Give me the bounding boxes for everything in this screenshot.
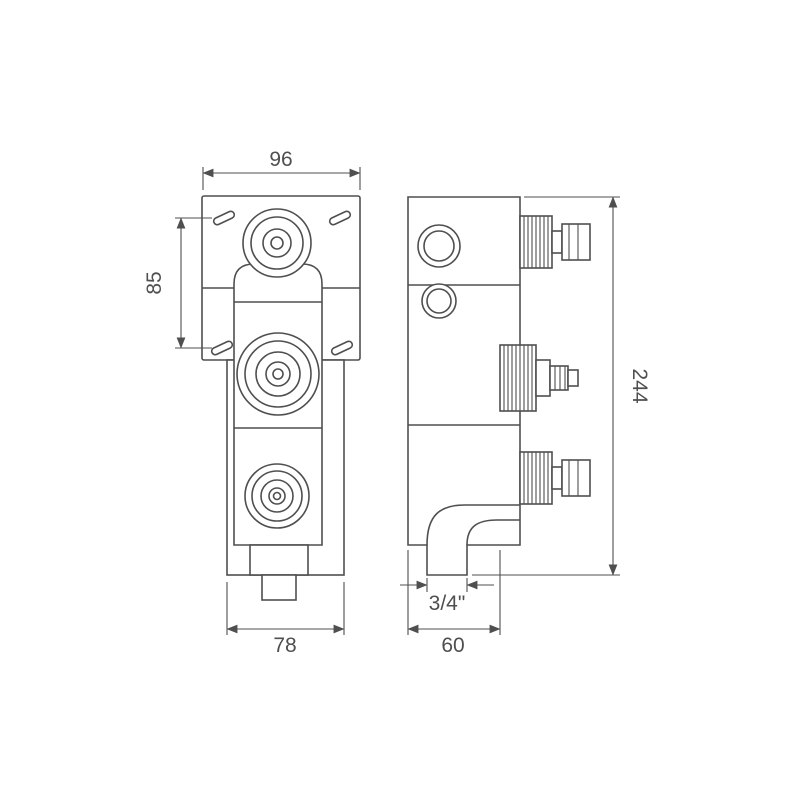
cartridge-middle-spindle-tip [567,369,579,387]
fixing-slot-top-left [212,210,236,226]
side-inlet-ports [417,224,461,319]
dimension-side-outlet: 3/4" [400,578,494,615]
dimension-front-bottom-width: 78 [226,582,345,657]
dimension-front-fixing-centres: 85 [143,217,212,349]
front-body-step [249,544,309,576]
dim-label-85: 85 [143,271,166,294]
front-fixing-slots [210,210,354,356]
front-middle-knob [236,332,320,416]
dimension-front-top-width: 96 [202,148,361,190]
dimension-side-height: 244 [472,196,651,576]
fixing-slot-top-right [328,210,352,226]
dim-label-three-quarter-inch: 3/4" [429,592,466,615]
side-view [407,196,591,576]
cartridge-bottom-ribs [523,452,549,504]
fixing-slot-bottom-right [330,340,354,356]
dim-label-60: 60 [441,634,464,657]
front-body-tab [261,574,297,601]
dimension-side-bottom-depth: 60 [407,550,501,657]
cartridge-bottom [519,451,591,505]
cartridge-middle [499,344,579,412]
dim-label-244: 244 [628,368,651,403]
front-top-knob [242,208,312,278]
fixing-slot-bottom-left [210,340,234,356]
dim-label-96: 96 [269,148,292,171]
cartridge-top-ribs [523,216,549,268]
front-view [201,195,361,601]
dim-label-78: 78 [273,634,296,657]
front-bottom-knob [244,463,310,529]
cartridge-top [519,215,591,269]
cartridge-middle-ribs [503,345,533,411]
side-outlet-elbow [426,504,520,546]
